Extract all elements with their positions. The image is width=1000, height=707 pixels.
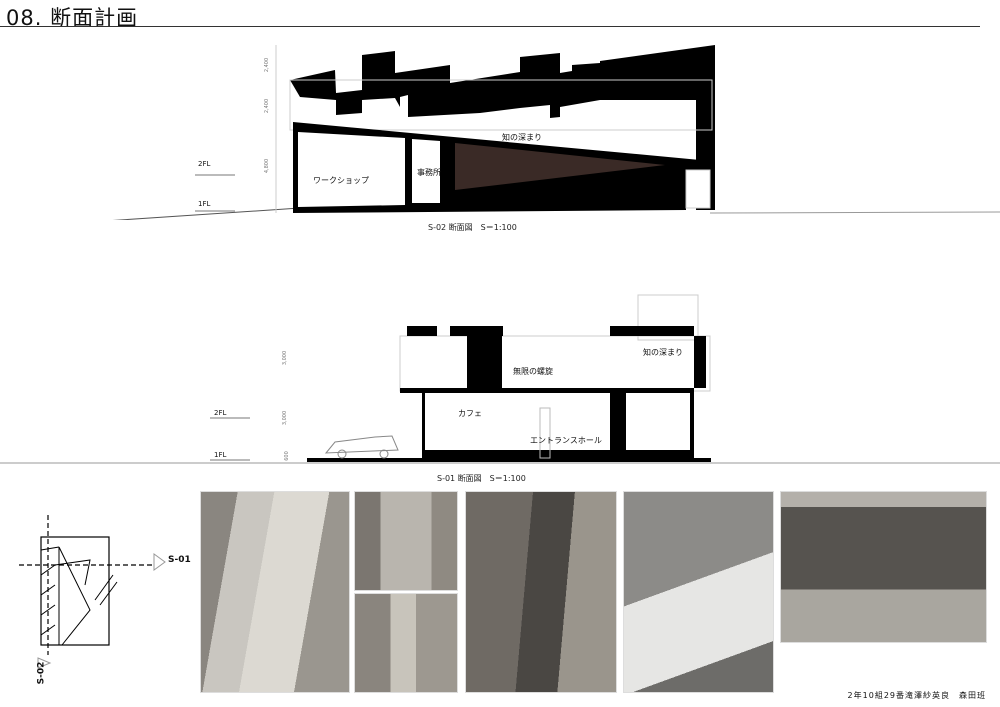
dimension: 2,400 (264, 57, 271, 73)
section-s02-caption: S-02 断面図 S＝1:100 (428, 223, 517, 232)
model-photo-2 (354, 491, 458, 591)
section-s01-drawing (0, 294, 1000, 464)
key-plan-drawing (19, 515, 166, 669)
level-1fl-s02: 1FL (198, 200, 211, 208)
room-label-knowledge: 知の深まり (502, 133, 542, 142)
model-photo-6 (780, 491, 987, 643)
section-marker-s02: S-02 (36, 661, 47, 685)
title-divider (0, 26, 980, 27)
level-2fl-s02: 2FL (198, 160, 211, 168)
dimension: 4,800 (264, 158, 271, 174)
model-photo-1 (200, 491, 350, 693)
dimension: 600 (283, 451, 290, 461)
dimension: 3,000 (282, 350, 289, 366)
room-label-office: 事務所 (417, 168, 441, 177)
level-2fl-s01: 2FL (214, 409, 227, 417)
room-label-entrance-hall: エントランスホール (530, 436, 602, 445)
room-label-knowledge: 知の深まり (643, 348, 683, 357)
section-s01-caption: S-01 断面図 S＝1:100 (437, 474, 526, 483)
model-photo-5 (623, 491, 774, 693)
model-photo-4 (465, 491, 617, 693)
section-marker-s01: S-01 (168, 555, 191, 565)
dimension: 2,400 (264, 98, 271, 114)
dimension: 3,000 (282, 410, 289, 426)
level-1fl-s01: 1FL (214, 451, 227, 459)
section-s02-drawing (112, 45, 1000, 220)
author-credit: 2年10組29番滝澤紗英良 森田班 (847, 691, 986, 700)
page-title: 08. 断面計画 (6, 6, 139, 30)
model-photo-3 (354, 593, 458, 693)
room-label-workshop: ワークショップ (313, 176, 369, 185)
room-label-cafe: カフェ (458, 409, 482, 418)
room-label-infinite-spiral: 無限の螺旋 (513, 367, 553, 376)
